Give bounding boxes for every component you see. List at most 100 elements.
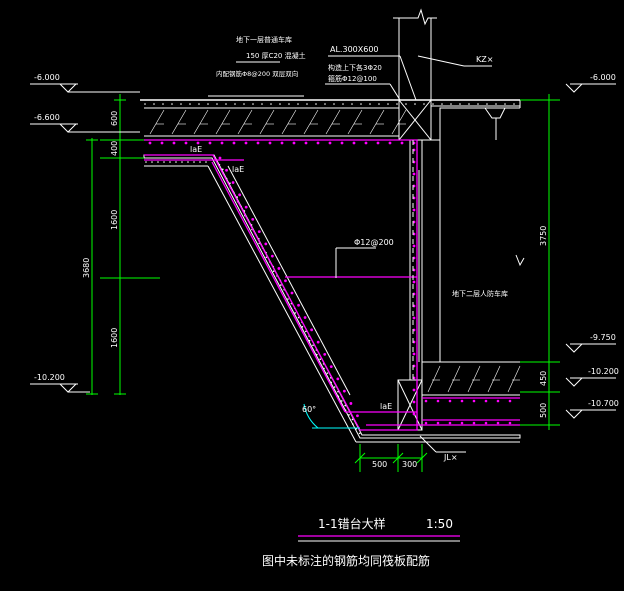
slope-dot: [193, 161, 195, 163]
rebar-dot: [412, 244, 416, 248]
rebar-dot: [412, 208, 416, 212]
hatch-mark: [193, 109, 209, 135]
slab-dot: [351, 103, 353, 105]
slope-dot: [187, 161, 189, 163]
hatch-mark: [303, 109, 319, 135]
rebar-dot: [436, 421, 440, 425]
rebar-dot: [264, 242, 268, 246]
slope-dot: [151, 161, 153, 163]
rebar-dot: [268, 141, 272, 145]
rebar-dot: [496, 421, 500, 425]
rebar-dot: [316, 141, 320, 145]
slab-dot: [225, 103, 227, 105]
rebar-dot: [316, 340, 320, 344]
rebar-dot: [460, 421, 464, 425]
rebar-dot: [356, 414, 359, 418]
slab-dot: [423, 103, 425, 105]
rebar-dot: [412, 172, 416, 176]
slab-dot: [450, 103, 452, 105]
rebar-dot: [160, 141, 164, 145]
title-scale: 1:50: [426, 517, 453, 531]
slope-dot: [348, 414, 350, 416]
right-dimension-chain: [515, 94, 560, 430]
hatch-mark: [215, 109, 231, 135]
slope-dot: [229, 182, 231, 184]
rebar-dot: [225, 168, 228, 172]
elev-r1: -9.750: [590, 333, 616, 342]
slab-dot: [342, 103, 344, 105]
slab-dot: [405, 103, 407, 105]
rebar-dot: [336, 377, 340, 381]
dim-500r: 500: [539, 403, 548, 418]
left-dimension-chain: [86, 94, 160, 395]
slab-dot: [387, 103, 389, 105]
slope-dot: [243, 210, 246, 212]
dim-450: 450: [539, 371, 548, 386]
hatch-mark: [369, 109, 385, 135]
dim-1600a: 1600: [110, 210, 119, 230]
rebar-dot: [484, 421, 488, 425]
rebar-dot: [412, 352, 416, 356]
hatch-mark: [237, 109, 253, 135]
hatch-mark: [171, 109, 187, 135]
slab-dot: [414, 103, 416, 105]
slope-dot: [352, 423, 354, 425]
elev-top-left: -6.000: [34, 73, 60, 82]
slope-dot: [337, 390, 339, 393]
elevation-markers: [30, 83, 616, 419]
slab-dot: [288, 103, 290, 105]
hatch-mark: [347, 109, 363, 135]
slope-dot: [316, 353, 318, 356]
slab-dot: [189, 103, 191, 105]
rebar-dot: [304, 141, 308, 145]
rebar-dot: [256, 141, 260, 145]
rebar-dot: [496, 399, 500, 403]
slope-dot: [323, 367, 325, 370]
slab-dot: [504, 103, 506, 105]
dim-400: 400: [110, 141, 119, 156]
rebar-dot: [329, 365, 333, 369]
rebar-dot: [484, 399, 488, 403]
rebar-dot: [412, 280, 416, 284]
slope-dot: [326, 372, 329, 374]
slab-dot: [270, 103, 272, 105]
rebar-dot: [244, 205, 248, 209]
note-column: KZ×: [476, 55, 493, 64]
rebar-dot: [297, 303, 300, 307]
note-floor-top: 地下一层普通车库: [236, 35, 292, 44]
slope-dot: [236, 196, 238, 198]
rebar-dot: [364, 141, 368, 145]
label-angle: 60°: [302, 405, 316, 414]
rebar-dot: [184, 141, 188, 145]
slope-dot: [181, 161, 183, 163]
note-beam-top-bottom: 构造上下各3Φ20: [328, 63, 382, 72]
rebar-layer: [144, 139, 520, 431]
rebar-dot: [292, 141, 296, 145]
slab-dot: [513, 103, 515, 105]
rebar-dot: [310, 328, 314, 332]
rebar-dot: [270, 254, 274, 258]
rebar-dot: [303, 316, 307, 319]
slab-dot: [207, 103, 209, 105]
slab-dot: [459, 103, 461, 105]
rebar-dot: [251, 217, 255, 221]
hatch-mark: [325, 109, 341, 135]
rebar-dot: [244, 141, 248, 145]
slab-dot: [279, 103, 281, 105]
slope-dot: [199, 161, 201, 163]
dim-3680: 3680: [82, 258, 91, 278]
dim-500b: 500: [372, 460, 387, 469]
hatch-mark: [259, 109, 275, 135]
label-lae-1: laE: [190, 145, 202, 154]
elev-bottom-left: -10.200: [34, 373, 65, 382]
slope-dot: [272, 270, 275, 273]
dim-600: 600: [110, 111, 119, 126]
rebar-dot: [342, 389, 346, 393]
elev-second-left: -6.600: [34, 113, 60, 122]
dim-300b: 300: [402, 460, 417, 469]
rebar-dot: [220, 141, 224, 145]
rebar-dot: [388, 141, 392, 145]
rebar-dot: [148, 141, 152, 145]
dim-1600b: 1600: [110, 328, 119, 348]
slab-hatching: [144, 103, 515, 135]
